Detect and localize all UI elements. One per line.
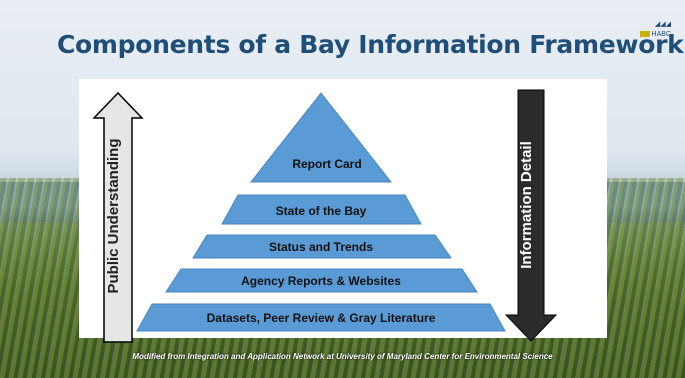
- pyramid-level-status-trends: Status and Trends: [192, 234, 452, 259]
- public-understanding-label: Public Understanding: [105, 138, 122, 293]
- up-arrow-icon: [92, 91, 144, 343]
- pyramid-level-agency-reports: Agency Reports & Websites: [165, 268, 478, 293]
- information-detail-arrow: Information Detail: [504, 89, 558, 342]
- slide-title: Components of a Bay Information Framewor…: [57, 30, 684, 59]
- level-label: State of the Bay: [276, 204, 367, 218]
- pyramid: Report Card State of the Bay Status and …: [136, 92, 506, 332]
- pyramid-level-datasets: Datasets, Peer Review & Gray Literature: [136, 303, 506, 332]
- level-label: Agency Reports & Websites: [241, 274, 401, 288]
- pyramid-level-report-card: Report Card: [249, 92, 393, 183]
- public-understanding-arrow: Public Understanding: [92, 91, 144, 343]
- source-credit: Modified from Integration and Applicatio…: [132, 352, 553, 361]
- logo-bar-icon: [639, 31, 650, 38]
- level-label: Report Card: [292, 157, 361, 171]
- down-arrow-icon: [504, 89, 558, 342]
- logo-mark-icon: ◢◢◢: [654, 21, 671, 28]
- level-label: Datasets, Peer Review & Gray Literature: [207, 311, 436, 325]
- information-detail-label: Information Detail: [518, 141, 535, 269]
- organization-logo: ◢◢◢ HABC: [631, 20, 671, 46]
- level-label: Status and Trends: [269, 240, 373, 254]
- pyramid-level-state-of-bay: State of the Bay: [221, 194, 422, 225]
- logo-text: HABC: [651, 31, 671, 38]
